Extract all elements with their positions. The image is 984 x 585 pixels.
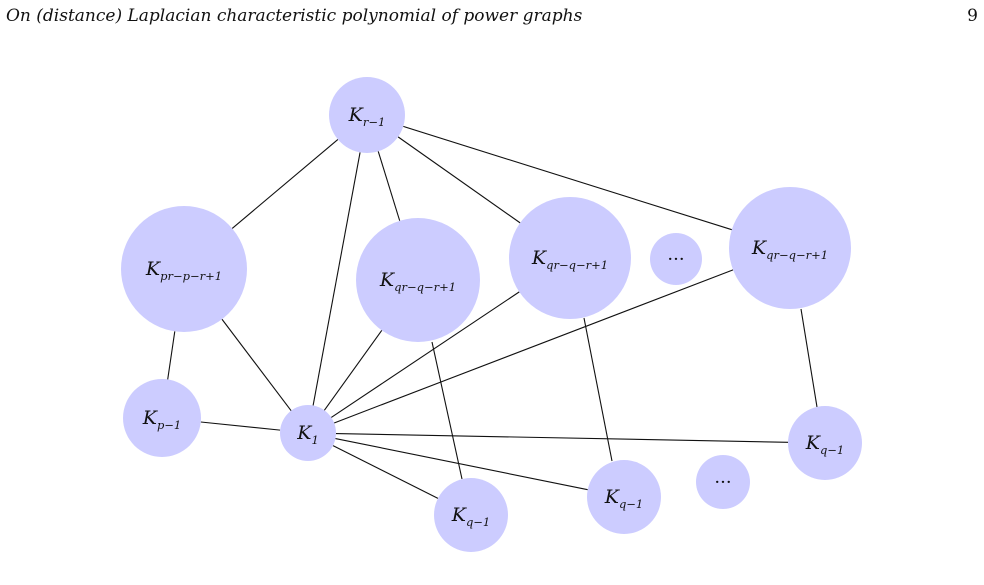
page-number: 9 [967, 6, 978, 26]
node-base: K [296, 422, 313, 444]
node-subscript: q−1 [820, 443, 844, 457]
edge-kr1-k1 [312, 152, 361, 406]
edge-k1-kqr_a [323, 330, 383, 411]
node-label: Kr−1 [348, 104, 386, 129]
node-kr1: Kr−1 [329, 77, 405, 153]
ellipsis-text: ··· [667, 249, 684, 270]
edge-kr1-kqr_c [403, 125, 732, 231]
node-dots_top: ··· [650, 233, 702, 285]
node-label: Kpr−p−r+1 [145, 258, 222, 283]
node-label: Kqr−q−r+1 [531, 247, 608, 272]
node-base: K [531, 247, 548, 269]
node-label: Kqr−q−r+1 [379, 269, 456, 294]
header-title: On (distance) Laplacian characteristic p… [6, 6, 583, 26]
edge-k1-kq1_c [335, 432, 789, 443]
node-k1: K1 [280, 405, 336, 461]
node-base: K [805, 432, 822, 454]
node-base: K [379, 269, 396, 291]
edge-kqr_b-kq1_b [583, 317, 613, 462]
node-circle [280, 405, 336, 461]
edge-kpr-kp1 [167, 331, 176, 380]
edge-kqr_c-kq1_c [800, 308, 818, 408]
node-kq1_c: Kq−1 [788, 406, 862, 480]
node-circle [650, 233, 702, 285]
ellipsis-text: ··· [714, 472, 731, 493]
edge-kpr-k1 [221, 318, 292, 411]
node-subscript: qr−q−r+1 [546, 258, 608, 272]
node-kqr_a: Kqr−q−r+1 [356, 218, 480, 342]
node-label: Kp−1 [142, 407, 182, 432]
running-header: On (distance) Laplacian characteristic p… [6, 6, 978, 28]
node-kp1: Kp−1 [123, 379, 201, 457]
node-circle [696, 455, 750, 509]
node-circle [123, 379, 201, 457]
node-subscript: 1 [311, 433, 318, 447]
node-label: Kq−1 [604, 486, 644, 511]
node-circle [356, 218, 480, 342]
node-circle [121, 206, 247, 332]
node-circle [729, 187, 851, 309]
node-label: ··· [714, 472, 731, 493]
node-label: Kq−1 [451, 504, 491, 529]
edge-kr1-kqr_b [397, 136, 521, 224]
node-circle [509, 197, 631, 319]
edge-kqr_a-kq1_a [431, 341, 463, 480]
edge-kr1-kqr_a [377, 151, 401, 221]
node-circle [788, 406, 862, 480]
node-label: Kq−1 [805, 432, 845, 457]
node-base: K [451, 504, 468, 526]
node-label: ··· [667, 249, 684, 270]
node-base: K [604, 486, 621, 508]
node-dots_bottom: ··· [696, 455, 750, 509]
node-label: Kqr−q−r+1 [751, 237, 828, 262]
node-circle [434, 478, 508, 552]
node-base: K [751, 237, 768, 259]
node-circle [587, 460, 661, 534]
node-subscript: q−1 [619, 497, 643, 511]
node-kqr_c: Kqr−q−r+1 [729, 187, 851, 309]
edge-k1-kqr_c [333, 269, 734, 424]
graph-edges [167, 125, 818, 499]
node-kpr: Kpr−p−r+1 [121, 206, 247, 332]
node-circle [329, 77, 405, 153]
node-base: K [142, 407, 159, 429]
edge-k1-kq1_b [335, 438, 588, 491]
edge-k1-kq1_a [332, 445, 439, 499]
node-kq1_a: Kq−1 [434, 478, 508, 552]
node-subscript: pr−p−r+1 [160, 269, 222, 283]
node-kq1_b: Kq−1 [587, 460, 661, 534]
edge-kr1-kpr [231, 139, 339, 229]
edge-k1-kqr_b [330, 291, 520, 418]
node-subscript: qr−q−r+1 [394, 280, 456, 294]
node-subscript: p−1 [157, 418, 181, 432]
node-subscript: qr−q−r+1 [766, 248, 828, 262]
edge-kp1-k1 [200, 421, 281, 431]
node-label: K1 [296, 422, 319, 447]
node-base: K [145, 258, 162, 280]
node-base: K [348, 104, 365, 126]
node-kqr_b: Kqr−q−r+1 [509, 197, 631, 319]
node-subscript: r−1 [363, 115, 385, 129]
node-subscript: q−1 [466, 515, 490, 529]
